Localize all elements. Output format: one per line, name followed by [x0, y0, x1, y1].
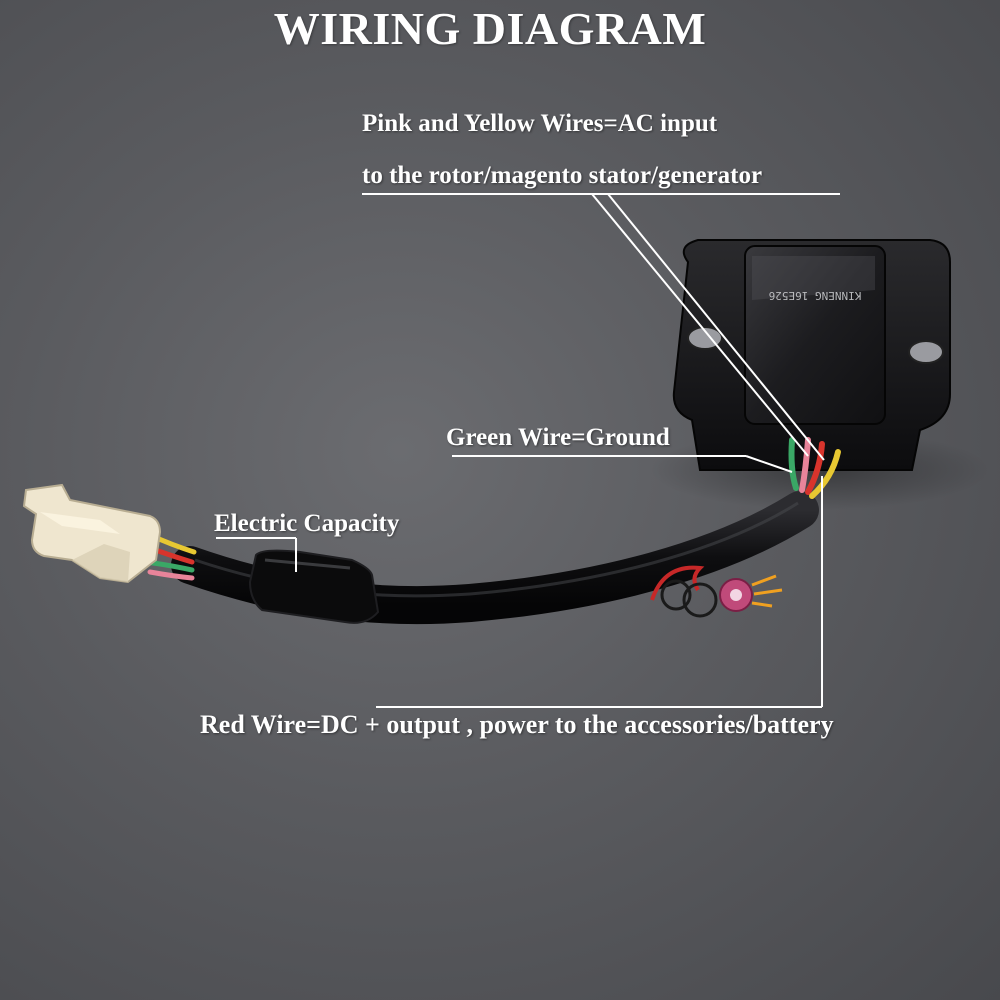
regulator-rectifier: KINNENG 16E526 [672, 239, 951, 471]
leader-ac-yellow [607, 193, 825, 461]
mounting-hole-right [908, 340, 944, 364]
brand-logo [650, 565, 783, 618]
leader-lines [216, 193, 840, 708]
dc-output-label: Red Wire=DC + output , power to the acce… [200, 710, 834, 739]
leader-ac-pink [591, 193, 809, 457]
logo-ring-left [660, 579, 692, 611]
connector-side [72, 544, 130, 582]
logo-flames [751, 574, 783, 608]
capacitor-sleeve [248, 549, 380, 624]
device-marking: KINNENG 16E526 [769, 289, 862, 302]
wire-yellow [809, 449, 841, 499]
regulator-wires [788, 437, 841, 499]
potted-cover [744, 245, 886, 425]
wire-red [805, 441, 825, 495]
wire-pink [799, 437, 811, 493]
logo-fan-hub [730, 589, 742, 601]
plug-connector [22, 483, 162, 584]
connector-glare [40, 512, 120, 534]
ac-input-label-line1: Pink and Yellow Wires=AC input [362, 110, 718, 137]
leader-ground-pointer [745, 455, 793, 473]
cover-glare [752, 256, 875, 300]
capacitor-label: Electric Capacity [214, 510, 400, 537]
ac-input-label-line2: to the rotor/magento stator/generator [362, 162, 763, 189]
capacitor-glare [264, 558, 351, 570]
mounting-hole-left [687, 326, 723, 350]
logo-swoosh [650, 565, 705, 601]
wire-green [788, 437, 799, 491]
conn-wire-pink [147, 569, 195, 581]
ground-label: Green Wire=Ground [446, 424, 670, 451]
logo-ring-mid [682, 582, 718, 618]
diagram-title: WIRING DIAGRAM [273, 3, 707, 54]
